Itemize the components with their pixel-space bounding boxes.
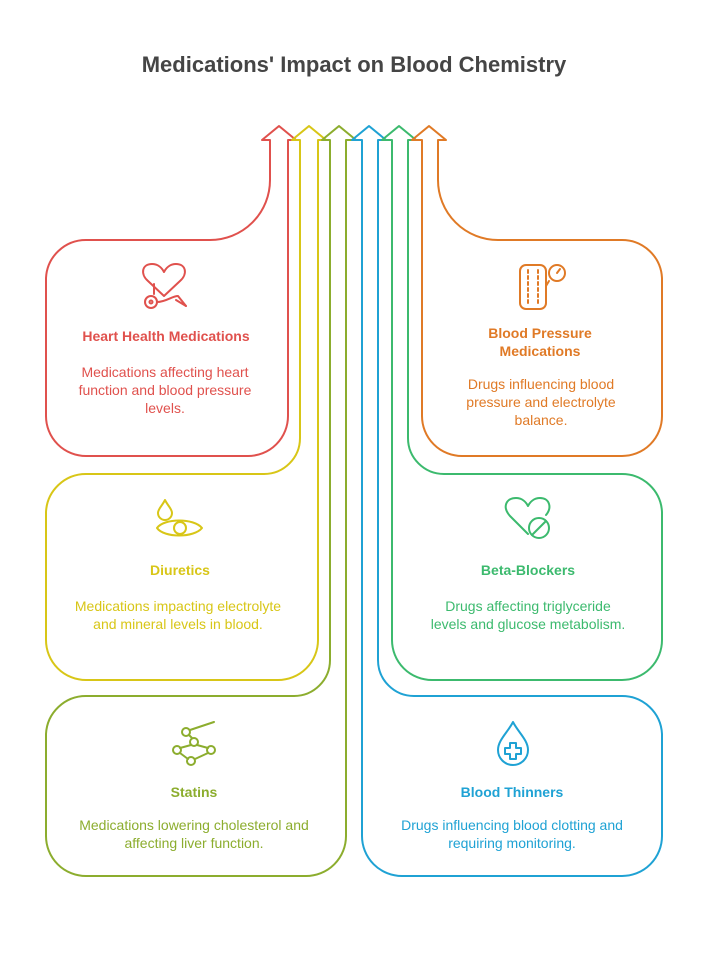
blood-pressure-cuff-icon: [519, 264, 566, 310]
molecule-icon: [172, 721, 216, 766]
flow-line-diuretics: [45, 125, 327, 681]
page-title: Medications' Impact on Blood Chemistry: [141, 52, 567, 77]
beta-card-title: Beta-Blockers: [480, 562, 576, 578]
bp-card-title: Blood Pressure Medications: [488, 325, 592, 359]
beta-card-description: Drugs affecting triglyceride levels and …: [430, 598, 626, 632]
heart-block-icon: [504, 497, 551, 539]
flow-line-bp: [411, 125, 663, 457]
diuretics-card-description: Medications impacting electrolyte and mi…: [74, 598, 282, 632]
flow-line-heart: [45, 125, 297, 457]
flow-line-thinners: [351, 125, 663, 877]
flow-line-beta: [381, 125, 663, 681]
bp-card-description: Drugs influencing blood pressure and ele…: [466, 376, 616, 428]
flow-line-statins: [45, 125, 357, 877]
statins-card-title: Statins: [170, 784, 218, 800]
diuretics-card-title: Diuretics: [150, 562, 210, 578]
heart-card-title: Heart Health Medications: [82, 328, 250, 344]
heart-card-description: Medications affecting heart function and…: [78, 364, 252, 416]
thinners-card-description: Drugs influencing blood clotting and req…: [401, 817, 623, 851]
heart-stethoscope-icon: [142, 263, 187, 309]
thinners-card-title: Blood Thinners: [460, 784, 564, 800]
drop-eye-icon: [156, 499, 203, 537]
blood-drop-cross-icon: [497, 721, 529, 766]
statins-card-description: Medications lowering cholesterol and aff…: [79, 817, 309, 851]
